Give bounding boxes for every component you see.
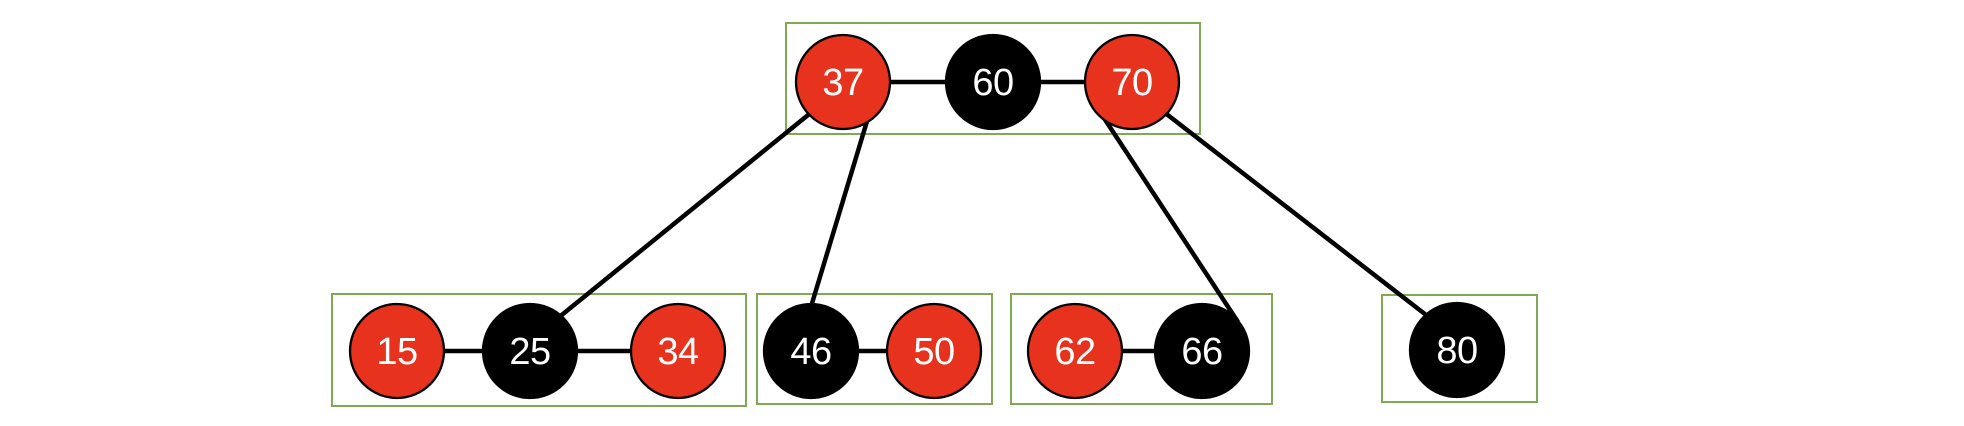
node-66-circle <box>1153 302 1251 400</box>
node-15-value: 15 <box>376 331 417 373</box>
node-34: 34 <box>629 302 727 400</box>
edge-70-66 <box>1098 110 1240 324</box>
group-box-62-66 <box>1010 293 1273 405</box>
node-60-circle <box>944 33 1042 131</box>
node-50-value: 50 <box>913 331 954 373</box>
node-25: 25 <box>481 302 579 400</box>
node-25-value: 25 <box>509 331 550 373</box>
node-62-circle <box>1026 302 1124 400</box>
node-46: 46 <box>762 302 860 400</box>
group-box-root <box>785 22 1201 135</box>
node-15-circle <box>348 302 446 400</box>
node-46-value: 46 <box>790 331 831 373</box>
edge-70-80 <box>1158 107 1432 320</box>
node-34-circle <box>629 302 727 400</box>
node-80-value: 80 <box>1436 330 1477 372</box>
node-15: 15 <box>348 302 446 400</box>
node-80: 80 <box>1408 301 1506 399</box>
node-62-value: 62 <box>1054 331 1095 373</box>
node-37-circle <box>794 33 892 131</box>
group-box-46-50 <box>756 293 993 405</box>
group-box-15-25-34 <box>331 293 747 407</box>
node-37-value: 37 <box>822 62 863 104</box>
node-66: 66 <box>1153 302 1251 400</box>
edge-37-46 <box>807 97 877 311</box>
node-50: 50 <box>885 302 983 400</box>
node-70-value: 70 <box>1111 62 1152 104</box>
node-60-value: 60 <box>972 62 1013 104</box>
node-80-circle <box>1408 301 1506 399</box>
node-25-circle <box>481 302 579 400</box>
node-60: 60 <box>944 33 1042 131</box>
node-46-circle <box>762 302 860 400</box>
node-62: 62 <box>1026 302 1124 400</box>
node-66-value: 66 <box>1181 331 1222 373</box>
node-50-circle <box>885 302 983 400</box>
node-34-value: 34 <box>657 331 699 373</box>
node-70-circle <box>1083 33 1181 131</box>
edge-37-25 <box>556 83 847 320</box>
node-70: 70 <box>1083 33 1181 131</box>
group-box-80 <box>1381 294 1538 403</box>
node-37: 37 <box>794 33 892 131</box>
